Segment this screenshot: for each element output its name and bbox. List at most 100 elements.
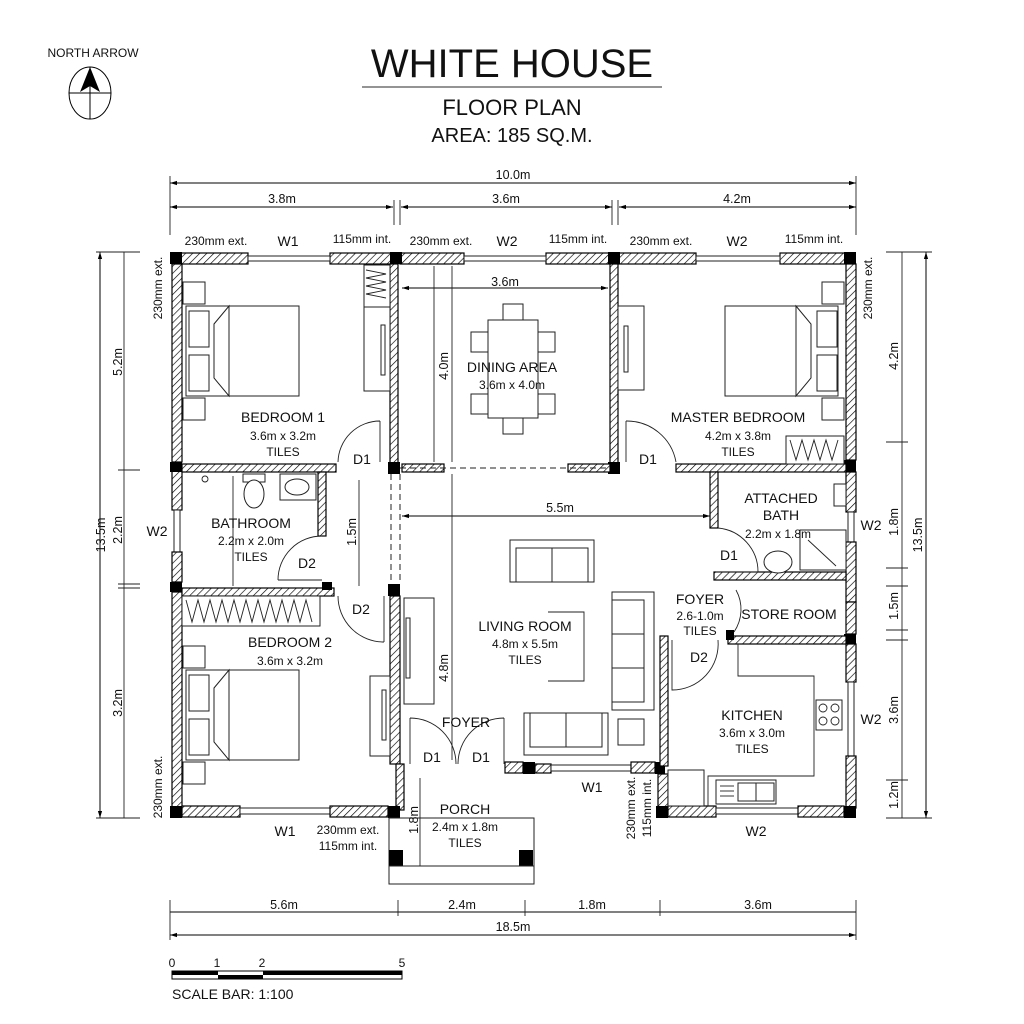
foyer-right-door-label: D2 xyxy=(690,649,708,665)
corridor-dim: 1.5m xyxy=(345,518,359,546)
north-arrow-icon xyxy=(68,66,112,120)
bottom-overall-dim: 18.5m xyxy=(496,920,531,934)
bottom-wall-labels: W1 230mm ext. 115mm int. W1 230mm ext. 1… xyxy=(275,777,767,853)
top-dim-1: 3.8m xyxy=(268,192,296,206)
room-size: 3.6m x 3.0m xyxy=(719,726,785,740)
living-height-dim: 4.8m xyxy=(437,654,451,682)
left-overall-dim: 13.5m xyxy=(94,518,108,553)
room-finish: TILES xyxy=(721,445,754,459)
open-connections xyxy=(390,467,608,584)
bedroom2-door-label: D2 xyxy=(352,601,370,617)
room-name: BEDROOM 1 xyxy=(241,409,325,425)
bedroom2-int-label: 115mm int. xyxy=(319,839,377,853)
bottom-dim-1: 5.6m xyxy=(270,898,298,912)
kitchen-int-label: 115mm int. xyxy=(640,779,654,837)
bedroom2-label: BEDROOM 2 3.6m x 3.2m xyxy=(248,634,332,668)
room-finish: TILES xyxy=(266,445,299,459)
master-door-label: D1 xyxy=(639,451,657,467)
right-dim-4: 3.6m xyxy=(887,696,901,724)
bathroom-label: BATHROOM 2.2m x 2.0m TILES xyxy=(211,515,291,564)
foyer-main-label: FOYER xyxy=(442,714,490,730)
doors: D1 D1 D2 D2 D1 D2 D1 D1 xyxy=(277,420,759,765)
furniture: 3.6m 4.0m 1.5m xyxy=(181,264,847,885)
room-name: DINING AREA xyxy=(467,359,558,375)
scale-bar: 0 1 2 5 SCALE BAR: 1:100 xyxy=(169,956,406,1002)
page-title: WHITE HOUSE xyxy=(371,42,653,86)
room-name: PORCH xyxy=(440,801,491,817)
room-size: 2.4m x 1.8m xyxy=(432,820,498,834)
north-arrow-label: NORTH ARROW xyxy=(47,46,139,60)
room-name: MASTER BEDROOM xyxy=(671,409,806,425)
right-dim-5: 1.2m xyxy=(887,781,901,809)
scale-tick: 0 xyxy=(169,956,176,970)
room-name: BATHROOM xyxy=(211,515,291,531)
room-size: 2.2m x 1.8m xyxy=(745,527,811,541)
room-name: KITCHEN xyxy=(721,707,782,723)
attached-bath-label: ATTACHED BATH 2.2m x 1.8m xyxy=(744,490,817,541)
room-name: FOYER xyxy=(676,591,724,607)
store-room-label: STORE ROOM xyxy=(741,606,836,622)
right-wall-top-label: 230mm ext. xyxy=(861,257,875,320)
living-room-label: LIVING ROOM 4.8m x 5.5m TILES xyxy=(478,618,571,667)
room-size: 3.6m x 3.2m xyxy=(257,654,323,668)
room-finish: TILES xyxy=(508,653,541,667)
left-window-label: W2 xyxy=(147,523,168,539)
bottom-dim-2: 2.4m xyxy=(448,898,476,912)
porch-dim: 1.8m xyxy=(407,806,421,834)
room-finish: TILES xyxy=(735,742,768,756)
scale-tick: 5 xyxy=(399,956,406,970)
kitchen-window-label: W2 xyxy=(746,823,767,839)
bedroom2-window-label: W1 xyxy=(275,823,296,839)
scale-tick: 1 xyxy=(214,956,221,970)
wall-ext-label: 230mm ext. xyxy=(185,234,248,248)
page-subtitle: FLOOR PLAN xyxy=(442,95,581,120)
wall-ext-label: 230mm ext. xyxy=(410,234,473,248)
master-bedroom-label: MASTER BEDROOM 4.2m x 3.8m TILES xyxy=(671,409,806,459)
left-wall-bottom-label: 230mm ext. xyxy=(151,756,165,819)
top-overall-dim: 10.0m xyxy=(496,168,531,182)
window-label-w2: W2 xyxy=(727,233,748,249)
bedroom1-door-label: D1 xyxy=(353,451,371,467)
bottom-dim-3: 1.8m xyxy=(578,898,606,912)
left-dimensions: 13.5m 5.2m 2.2m 3.2m 230mm ext. 230mm ex… xyxy=(94,251,168,819)
right-window-label-2: W2 xyxy=(861,711,882,727)
dining-width-dim: 3.6m xyxy=(491,275,519,289)
window-label-w1: W1 xyxy=(278,233,299,249)
top-dimensions: 10.0m 3.8m 3.6m 4.2m xyxy=(169,168,857,235)
dining-height-dim: 4.0m xyxy=(437,352,451,380)
left-wall-top-label: 230mm ext. xyxy=(151,257,165,320)
kitchen-ext-label: 230mm ext. xyxy=(624,777,638,840)
room-size: 2.6-1.0m xyxy=(676,609,723,623)
right-dim-3: 1.5m xyxy=(887,592,901,620)
bathroom-door-label: D2 xyxy=(298,555,316,571)
left-dim-1: 5.2m xyxy=(111,348,125,376)
porch-label: PORCH 2.4m x 1.8m TILES xyxy=(432,801,498,850)
wall-int-label: 115mm int. xyxy=(549,232,607,246)
attached-bath-door-label: D1 xyxy=(720,547,738,563)
living-width-dim: 5.5m xyxy=(546,501,574,515)
area-label: AREA: 185 SQ.M. xyxy=(431,125,592,147)
main-door-left-label: D1 xyxy=(423,749,441,765)
room-name: ATTACHED xyxy=(744,490,817,506)
right-dim-1: 4.2m xyxy=(887,342,901,370)
north-arrow: NORTH ARROW xyxy=(47,46,139,120)
right-dim-2: 1.8m xyxy=(887,508,901,536)
left-dim-2: 2.2m xyxy=(111,516,125,544)
wall-int-label: 115mm int. xyxy=(333,232,391,246)
living-window-label: W1 xyxy=(582,779,603,795)
room-name: BATH xyxy=(763,507,799,523)
bedroom1-label: BEDROOM 1 3.6m x 3.2m TILES xyxy=(241,409,325,459)
left-dim-3: 3.2m xyxy=(111,689,125,717)
right-overall-dim: 13.5m xyxy=(911,518,925,553)
window-label-w2: W2 xyxy=(497,233,518,249)
room-size: 2.2m x 2.0m xyxy=(218,534,284,548)
room-size: 4.2m x 3.8m xyxy=(705,429,771,443)
top-dim-2: 3.6m xyxy=(492,192,520,206)
room-finish: TILES xyxy=(448,836,481,850)
wall-ext-label: 230mm ext. xyxy=(630,234,693,248)
bottom-dim-4: 3.6m xyxy=(744,898,772,912)
dining-label: DINING AREA 3.6m x 4.0m xyxy=(467,359,558,392)
room-finish: TILES xyxy=(234,550,267,564)
scale-bar-label: SCALE BAR: 1:100 xyxy=(172,986,294,1002)
foyer-right-label: FOYER 2.6-1.0m TILES xyxy=(676,591,724,638)
